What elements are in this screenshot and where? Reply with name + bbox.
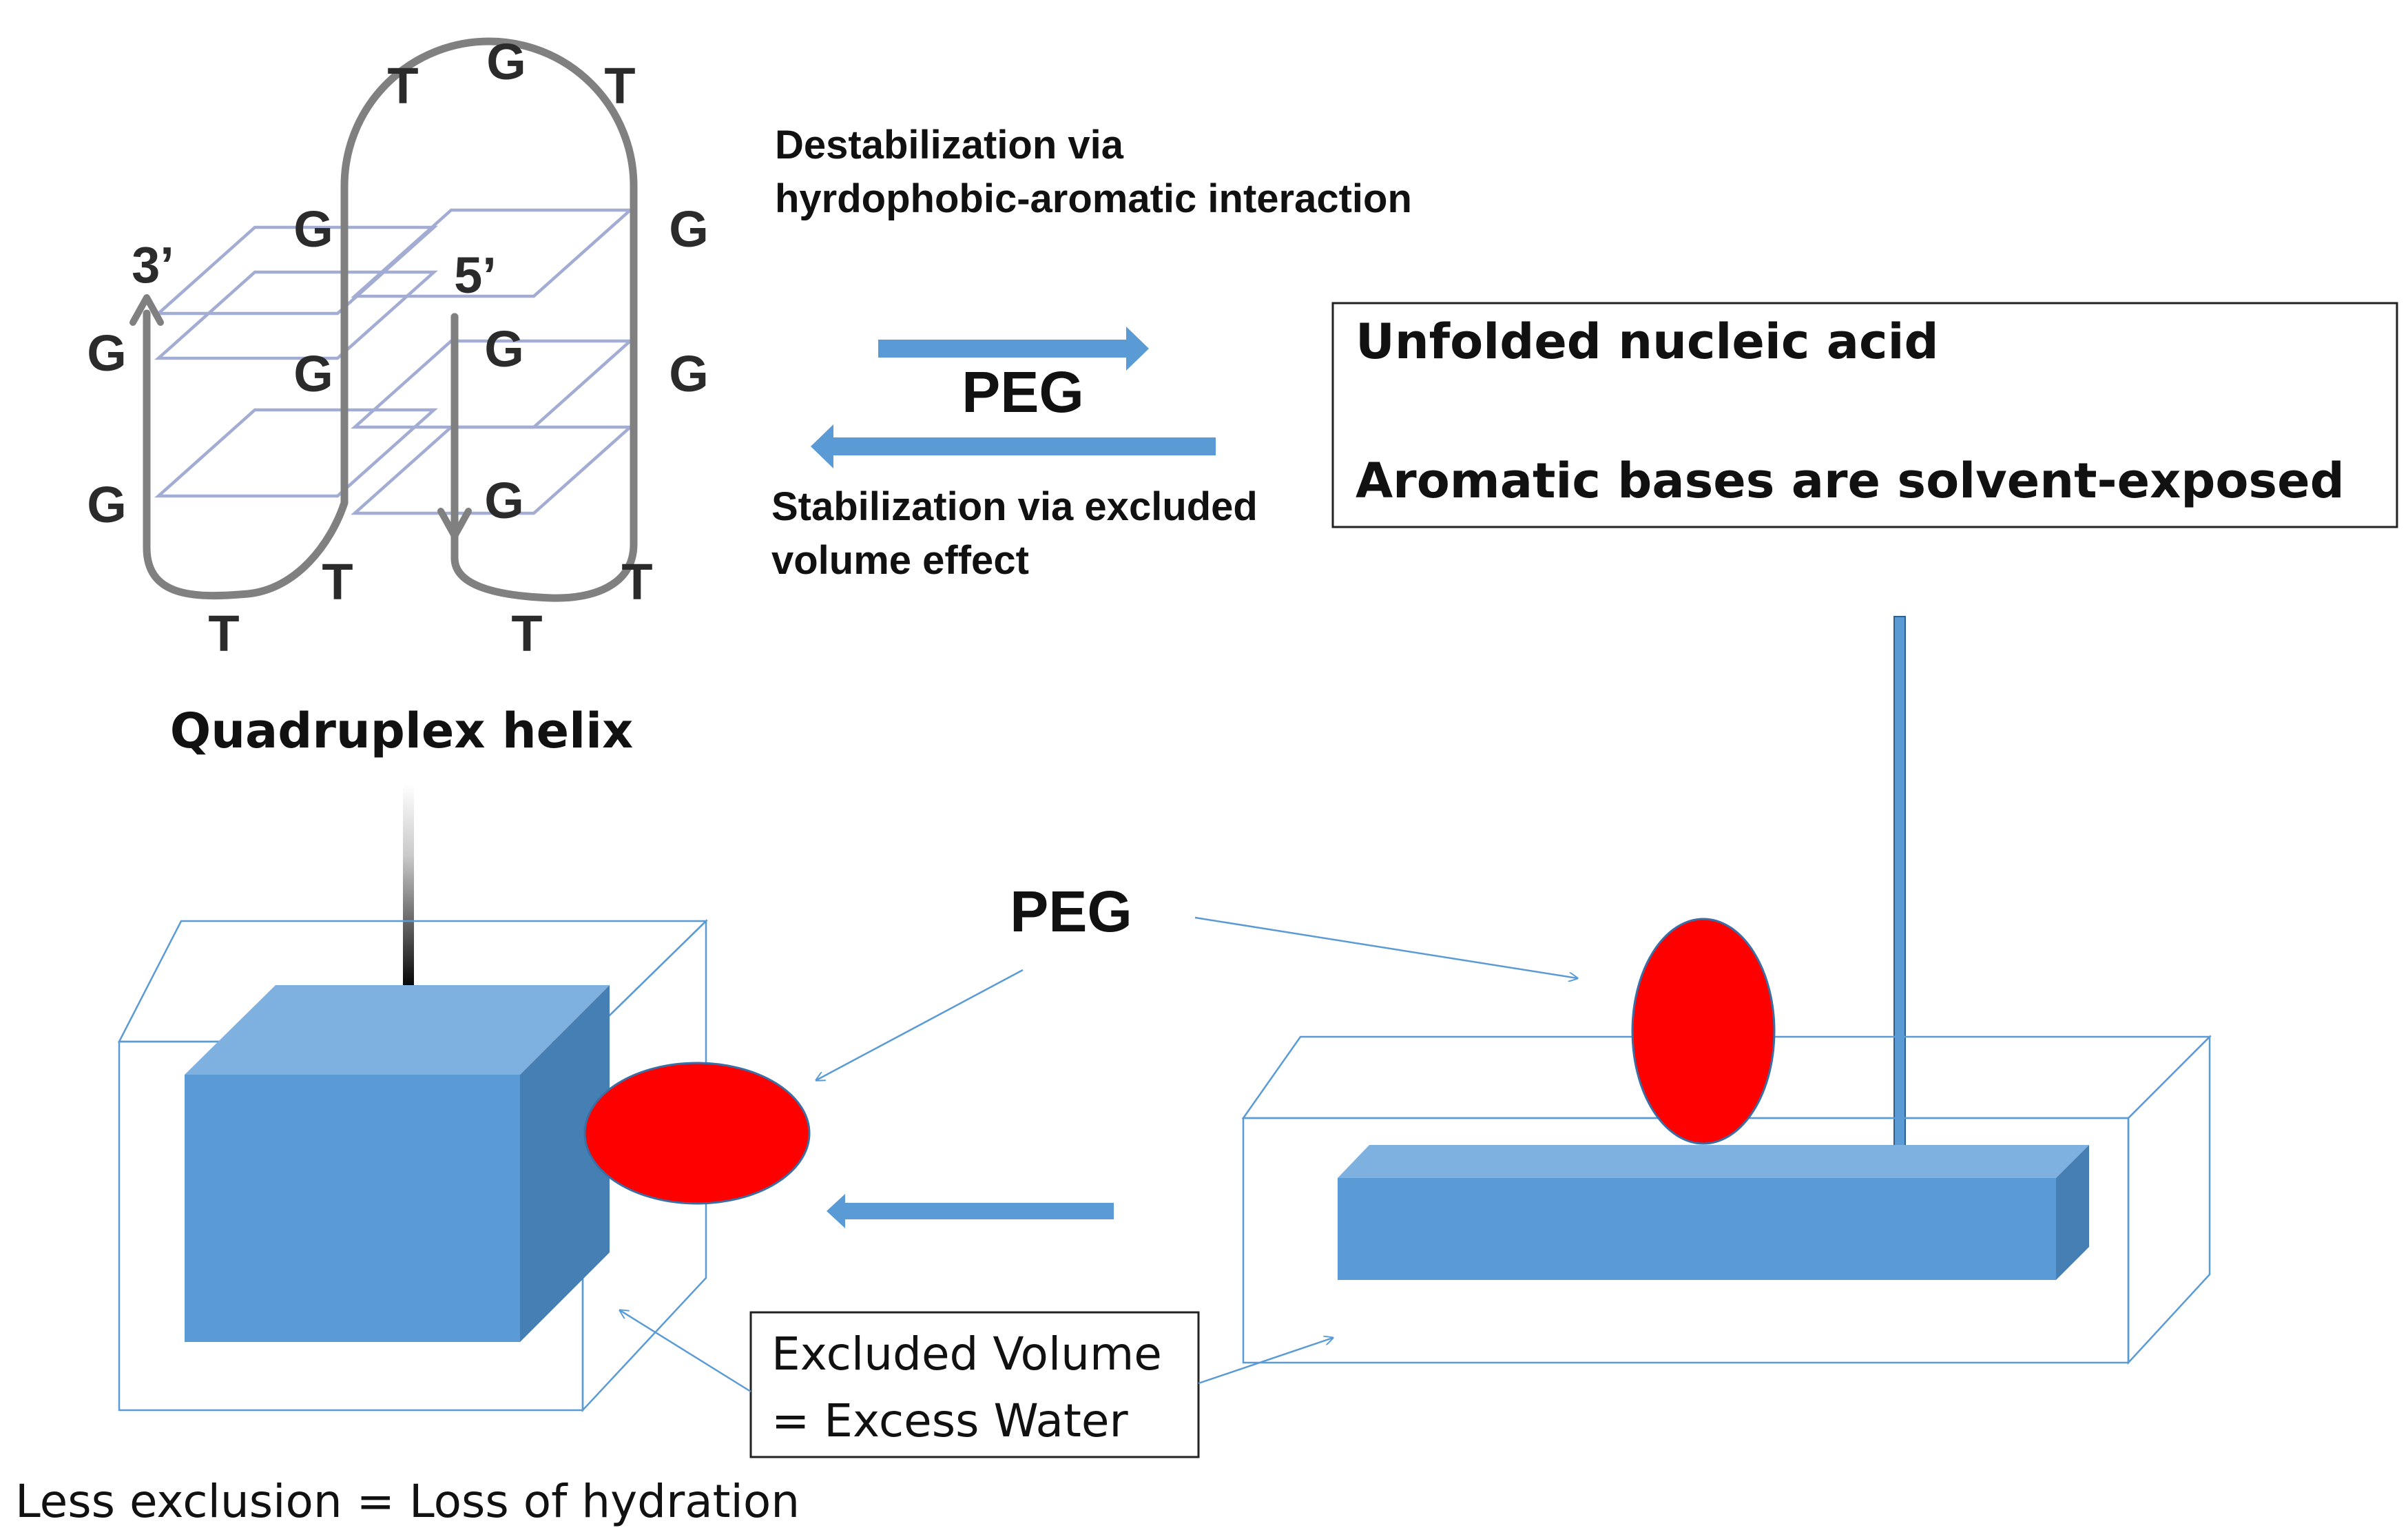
down-arrow-left bbox=[397, 784, 420, 1018]
reverse-arrow bbox=[811, 424, 1216, 468]
excluded-volume-line2: = Excess Water bbox=[771, 1394, 1128, 1447]
stabilization-label-line2: volume effect bbox=[771, 538, 1029, 583]
peg-molecule-right bbox=[1631, 918, 1776, 1145]
base-t-loop-left: T bbox=[387, 57, 418, 114]
destabilization-label-line1: Destabilization via bbox=[775, 123, 1124, 167]
equilibrium: Destabilization via hyrdophobic-aromatic… bbox=[771, 123, 1412, 583]
base-t-bottom-3: T bbox=[621, 553, 652, 610]
end-label-3prime: 3’ bbox=[132, 236, 174, 293]
end-label-5prime: 5’ bbox=[454, 247, 497, 304]
unfolded-state bbox=[1241, 918, 2212, 1365]
excluded-volume-callout: Excluded Volume = Excess Water bbox=[749, 1311, 1200, 1458]
base-t-bottom-1: T bbox=[322, 553, 353, 610]
destabilization-label-line2: hyrdophobic-aromatic interaction bbox=[775, 176, 1412, 221]
unfolded-box: Unfolded nucleic acid Aromatic bases are… bbox=[1331, 302, 2398, 528]
peg-label-bottom: PEG bbox=[1010, 879, 1132, 944]
footer-caption: Less exclusion = Loss of hydration bbox=[15, 1475, 800, 1528]
unfolded-title: Unfolded nucleic acid bbox=[1356, 313, 1939, 370]
quadruplex-structure: T G T G G G G G G G G T T T T 3’ 5’ Quad… bbox=[87, 33, 709, 759]
peg-pointer-left bbox=[816, 969, 1024, 1080]
unfolded-description: Aromatic bases are solvent-exposed bbox=[1356, 453, 2345, 509]
base-t-loop-right: T bbox=[604, 57, 635, 114]
base-g-1: G bbox=[293, 200, 333, 258]
peg-molecule-left bbox=[583, 1062, 811, 1205]
down-arrow-right bbox=[1890, 616, 1909, 1197]
unfolded-block bbox=[1338, 1145, 2089, 1280]
base-t-bottom-4: T bbox=[511, 605, 542, 662]
base-g-7: G bbox=[87, 476, 127, 533]
refolding-arrow bbox=[827, 1194, 1114, 1228]
g-quartet-planes bbox=[154, 208, 634, 515]
quadruplex-caption: Quadruplex helix bbox=[170, 703, 634, 759]
base-g-8: G bbox=[484, 472, 524, 529]
folded-state bbox=[117, 919, 811, 1413]
base-g-6: G bbox=[669, 345, 709, 402]
forward-arrow bbox=[878, 327, 1149, 371]
excluded-pointer-right bbox=[1198, 1338, 1333, 1385]
folded-block bbox=[185, 985, 610, 1342]
base-g-5: G bbox=[484, 320, 524, 378]
excluded-volume-line1: Excluded Volume bbox=[771, 1328, 1162, 1381]
peg-label-equilibrium: PEG bbox=[962, 360, 1083, 424]
dna-strand bbox=[129, 37, 638, 602]
stabilization-label-line1: Stabilization via excluded bbox=[771, 484, 1258, 529]
peg-pointer-right bbox=[1194, 916, 1577, 978]
base-g-2: G bbox=[669, 200, 709, 258]
base-t-bottom-2: T bbox=[208, 605, 239, 662]
base-g-3: G bbox=[87, 324, 127, 382]
base-g-loop-top: G bbox=[486, 33, 526, 90]
excluded-pointer-left bbox=[620, 1310, 751, 1393]
base-g-4: G bbox=[293, 345, 333, 402]
